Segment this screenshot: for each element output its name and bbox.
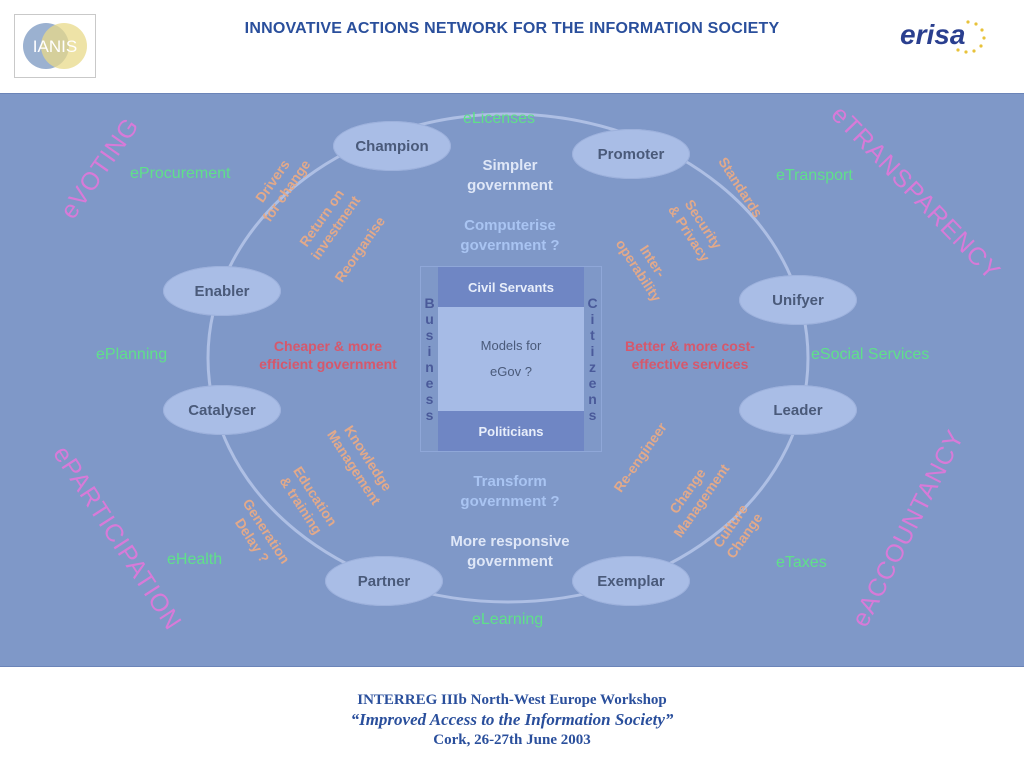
page-title: INNOVATIVE ACTIONS NETWORK FOR THE INFOR… (244, 20, 780, 37)
better-line-2: effective services (631, 356, 749, 372)
business-letter: s (425, 407, 434, 423)
transform-line-1: Transform (473, 473, 547, 490)
responsive-government: More responsive government (420, 532, 600, 572)
node-catalyser: Catalyser (163, 385, 281, 435)
business-letter: i (427, 343, 432, 359)
node-promoter: Promoter (572, 129, 690, 179)
business-letter: s (425, 391, 434, 407)
transform-government: Transform government ? (430, 472, 590, 512)
business-letter: B (424, 295, 435, 311)
node-leader: Leader (739, 385, 857, 435)
footer: INTERREG IIIb North-West Europe Workshop… (0, 690, 1024, 750)
elearning-label: eLearning (472, 611, 544, 628)
cheaper-government: Cheaper & more efficient government (238, 337, 418, 373)
node-enabler: Enabler (163, 266, 281, 316)
models-line-2: eGov ? (490, 364, 532, 379)
business-letter: u (425, 311, 434, 327)
responsive-line-1: More responsive (450, 533, 570, 550)
politicians-band: Politicians (438, 411, 584, 451)
node-champion: Champion (333, 121, 451, 171)
eprocurement-label: eProcurement (130, 165, 231, 182)
business-letter: s (425, 327, 434, 343)
esocial-label: eSocial Services (811, 346, 930, 363)
ianis-logo-text: IANIS (33, 37, 77, 56)
diagram-panel: eVOTING eTRANSPARENCY ePARTICIPATION eAC… (0, 93, 1024, 667)
transform-line-2: government ? (460, 493, 560, 510)
better-services: Better & more cost- effective services (600, 337, 780, 373)
ehealth-label: eHealth (167, 551, 223, 568)
models-line-1: Models for (480, 338, 542, 353)
civil-servants-label: Civil Servants (468, 279, 554, 295)
simpler-line-2: government (467, 177, 553, 194)
footer-line-1: INTERREG IIIb North-West Europe Workshop (357, 692, 667, 708)
eplanning-label: ePlanning (96, 346, 168, 363)
ianis-logo: IANIS (14, 14, 96, 78)
citizens-letter: C (587, 295, 598, 311)
footer-line-3: Cork, 26-27th June 2003 (433, 732, 591, 748)
citizens-letter: n (588, 391, 597, 407)
central-ring (206, 112, 810, 604)
elicenses-label: eLicenses (463, 110, 536, 127)
citizens-letter: s (588, 407, 597, 423)
citizens-letter: z (589, 359, 596, 375)
node-unifyer: Unifyer (739, 275, 857, 325)
node-partner: Partner (325, 556, 443, 606)
citizens-letter: t (590, 327, 595, 343)
erisa-logo: erisa (896, 12, 996, 56)
simpler-line-1: Simpler (482, 157, 538, 174)
computerise-line-1: Computerise (464, 217, 556, 234)
business-letter: n (425, 359, 434, 375)
footer-line-2: “Improved Access to the Information Soci… (350, 710, 674, 729)
computerise-government: Computerise government ? (430, 216, 590, 256)
ring-svg (206, 112, 810, 604)
erisa-logo-text: erisa (900, 19, 965, 50)
etransport-label: eTransport (776, 167, 853, 184)
node-exemplar: Exemplar (572, 556, 690, 606)
politicians-label: Politicians (478, 423, 544, 439)
better-line-1: Better & more cost- (625, 338, 755, 354)
etaxes-label: eTaxes (776, 554, 827, 571)
models-center: Models for eGov ? (438, 307, 584, 411)
cheaper-line-2: efficient government (259, 356, 397, 372)
responsive-line-2: government (467, 553, 553, 570)
simpler-government: Simpler government (430, 156, 590, 196)
civil-servants-band: Civil Servants (438, 267, 584, 307)
cheaper-line-1: Cheaper & more (273, 338, 383, 354)
citizens-letter: i (590, 311, 595, 327)
citizens-letter: i (590, 343, 595, 359)
computerise-line-2: government ? (460, 237, 560, 254)
business-letter: e (425, 375, 434, 391)
citizens-letter: e (588, 375, 597, 391)
